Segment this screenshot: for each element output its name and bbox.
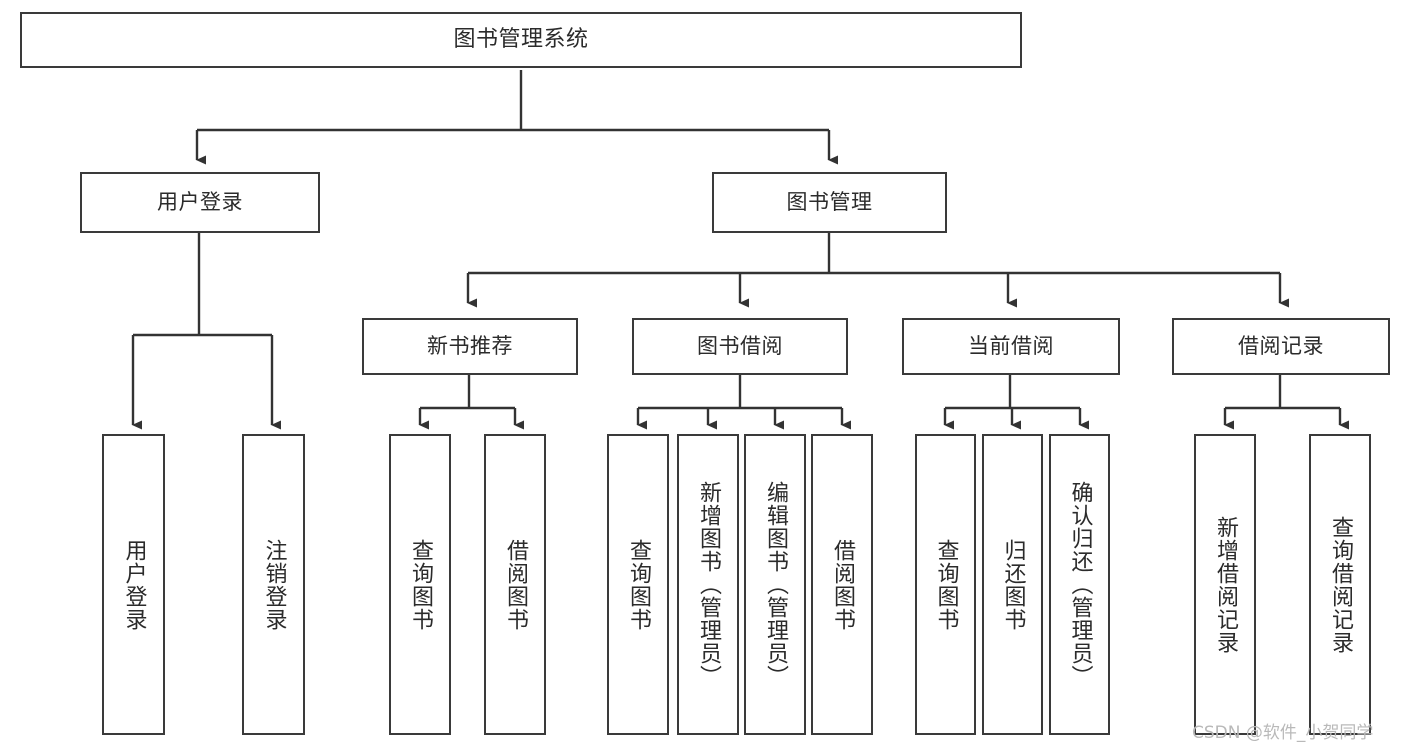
leaf-user-login[interactable]: 用户登录 xyxy=(102,434,165,735)
leaf-add-borrow-record[interactable]: 新增借阅记录 xyxy=(1194,434,1256,735)
leaf-borrow-book-1-label: 借阅图书 xyxy=(502,538,528,631)
node-book-manage-label: 图书管理 xyxy=(786,189,873,214)
node-book-manage[interactable]: 图书管理 xyxy=(712,172,947,233)
node-user-login-label: 用户登录 xyxy=(157,189,243,214)
node-root-system-label: 图书管理系统 xyxy=(453,26,589,52)
leaf-query-book-1-label: 查询图书 xyxy=(407,538,433,631)
watermark-text: CSDN @软件_小贺同学 xyxy=(1192,723,1374,743)
node-current-borrow[interactable]: 当前借阅 xyxy=(902,318,1120,375)
leaf-edit-book-admin[interactable]: 编辑图书（管理员） xyxy=(744,434,806,735)
leaf-return-book-label: 归还图书 xyxy=(1000,538,1026,631)
leaf-logout-label: 注销登录 xyxy=(261,538,287,631)
leaf-borrow-book-2-label: 借阅图书 xyxy=(829,538,855,631)
leaf-query-book-2-label: 查询图书 xyxy=(625,538,651,631)
leaf-confirm-return-admin-label: 确认归还（管理员） xyxy=(1067,481,1093,688)
node-book-borrow-label: 图书借阅 xyxy=(697,333,783,358)
node-book-borrow[interactable]: 图书借阅 xyxy=(632,318,848,375)
leaf-query-borrow-record[interactable]: 查询借阅记录 xyxy=(1309,434,1371,735)
leaf-add-book-admin[interactable]: 新增图书（管理员） xyxy=(677,434,739,735)
leaf-query-borrow-record-label: 查询借阅记录 xyxy=(1327,515,1353,654)
leaf-edit-book-admin-label: 编辑图书（管理员） xyxy=(762,481,788,688)
node-borrow-record-label: 借阅记录 xyxy=(1238,333,1324,358)
leaf-query-book-3-label: 查询图书 xyxy=(933,538,959,631)
leaf-return-book[interactable]: 归还图书 xyxy=(982,434,1043,735)
leaf-confirm-return-admin[interactable]: 确认归还（管理员） xyxy=(1049,434,1110,735)
node-new-book-recommend-label: 新书推荐 xyxy=(427,333,513,358)
leaf-borrow-book-1[interactable]: 借阅图书 xyxy=(484,434,546,735)
leaf-query-book-1[interactable]: 查询图书 xyxy=(389,434,451,735)
node-user-login[interactable]: 用户登录 xyxy=(80,172,320,233)
leaf-logout[interactable]: 注销登录 xyxy=(242,434,305,735)
node-current-borrow-label: 当前借阅 xyxy=(968,333,1054,358)
leaf-query-book-2[interactable]: 查询图书 xyxy=(607,434,669,735)
node-root-system[interactable]: 图书管理系统 xyxy=(20,12,1022,68)
node-borrow-record[interactable]: 借阅记录 xyxy=(1172,318,1390,375)
leaf-user-login-label: 用户登录 xyxy=(121,538,147,631)
node-new-book-recommend[interactable]: 新书推荐 xyxy=(362,318,578,375)
leaf-add-borrow-record-label: 新增借阅记录 xyxy=(1212,515,1238,654)
leaf-query-book-3[interactable]: 查询图书 xyxy=(915,434,976,735)
leaf-borrow-book-2[interactable]: 借阅图书 xyxy=(811,434,873,735)
leaf-add-book-admin-label: 新增图书（管理员） xyxy=(695,481,721,688)
